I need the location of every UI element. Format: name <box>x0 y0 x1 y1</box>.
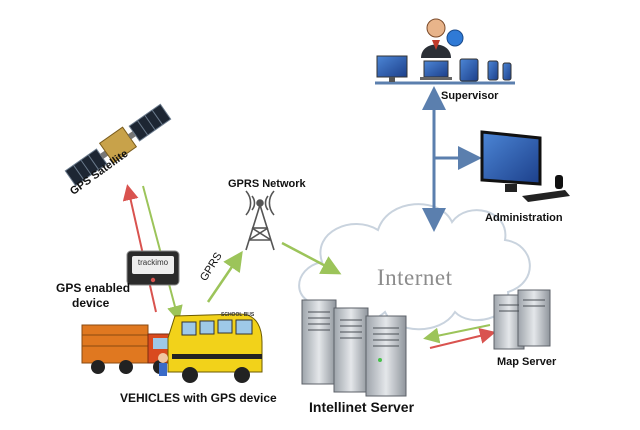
supervisor-devices-icon <box>375 55 515 85</box>
map-to-intellinet-arrow <box>423 324 491 344</box>
internet-label: Internet <box>377 265 453 290</box>
tower-to-internet-arrow <box>281 241 342 275</box>
administration-label: Administration <box>485 212 563 224</box>
device-to-satellite-arrow <box>122 184 157 313</box>
intellinet-to-map-arrow <box>429 328 496 349</box>
supervisor-person-icon <box>421 18 464 58</box>
bus-text: SCHOOL BUS <box>221 312 255 318</box>
map-server-label: Map Server <box>497 356 557 368</box>
school-bus-icon <box>158 313 263 383</box>
supervisor-label: Supervisor <box>441 90 499 102</box>
intellinet-server-label: Intellinet Server <box>309 399 415 415</box>
gps-device-label-line2: device <box>72 296 110 310</box>
gprs-tower-icon <box>245 190 275 251</box>
gps-satellite-icon <box>64 103 172 187</box>
vehicles-to-tower-arrow <box>206 250 243 303</box>
intellinet-server-icon <box>301 299 407 397</box>
internet-cloud <box>298 203 531 331</box>
gps-device-icon <box>126 250 180 286</box>
map-server-icon <box>493 289 551 350</box>
administration-computer-icon <box>480 130 570 202</box>
gprs-network-label: GPRS Network <box>228 178 306 190</box>
gps-device-label-line1: GPS enabled <box>56 281 131 295</box>
device-brand-text: trackimo <box>137 258 169 267</box>
vehicles-label: VEHICLES with GPS device <box>120 391 277 405</box>
